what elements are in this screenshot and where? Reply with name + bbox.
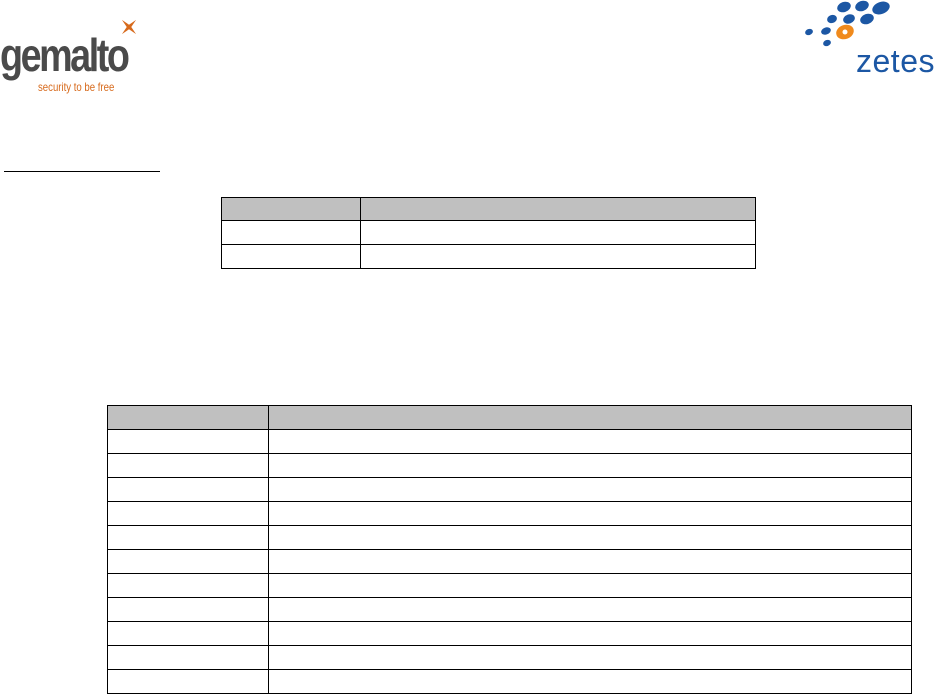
summary-table-cell xyxy=(360,220,756,245)
summary-table-header-cell xyxy=(360,197,756,221)
summary-table xyxy=(221,197,756,269)
detail-table-cell xyxy=(107,669,269,694)
detail-table-cell xyxy=(268,597,912,622)
zetes-logo: zetes xyxy=(796,0,946,82)
gemalto-star-icon xyxy=(121,19,137,35)
table-row xyxy=(107,573,912,598)
detail-table xyxy=(107,405,912,694)
gemalto-wordmark: gemalto xyxy=(0,29,130,81)
table-row xyxy=(107,597,912,622)
detail-table-cell xyxy=(268,453,912,478)
gemalto-logo: gemalto security to be free xyxy=(0,14,150,98)
detail-table-cell xyxy=(107,573,269,598)
table-row xyxy=(107,645,912,670)
detail-table-cell xyxy=(268,645,912,670)
detail-table-cell xyxy=(107,597,269,622)
table-row xyxy=(221,220,756,245)
detail-table-cell xyxy=(107,549,269,574)
summary-table-header-row xyxy=(221,197,756,221)
detail-table-cell xyxy=(107,621,269,646)
detail-table-cell xyxy=(107,525,269,550)
summary-table-cell xyxy=(221,244,361,269)
detail-table-header-cell xyxy=(268,405,912,430)
table-row xyxy=(107,477,912,502)
section-heading-underline xyxy=(4,171,160,172)
table-row xyxy=(221,244,756,269)
summary-table-header-cell xyxy=(221,197,361,221)
gemalto-tagline: security to be free xyxy=(38,80,115,94)
summary-table-cell xyxy=(360,244,756,269)
detail-table-cell xyxy=(268,549,912,574)
detail-table-cell xyxy=(268,669,912,694)
detail-table-cell xyxy=(107,429,269,454)
detail-table-cell xyxy=(268,573,912,598)
table-row xyxy=(107,429,912,454)
detail-table-cell xyxy=(268,477,912,502)
detail-table-cell xyxy=(107,453,269,478)
detail-table-cell xyxy=(107,501,269,526)
detail-table-cell xyxy=(107,645,269,670)
table-row xyxy=(107,453,912,478)
detail-table-cell xyxy=(268,621,912,646)
table-row xyxy=(107,525,912,550)
table-row xyxy=(107,621,912,646)
detail-table-cell xyxy=(268,525,912,550)
table-row xyxy=(107,549,912,574)
summary-table-cell xyxy=(221,220,361,245)
zetes-wordmark: zetes xyxy=(856,43,935,79)
zetes-dots-icon xyxy=(805,0,890,47)
detail-table-cell xyxy=(107,477,269,502)
detail-table-header-cell xyxy=(107,405,269,430)
detail-table-cell xyxy=(268,429,912,454)
detail-table-cell xyxy=(268,501,912,526)
table-row xyxy=(107,501,912,526)
table-row xyxy=(107,669,912,694)
detail-table-header-row xyxy=(107,405,912,430)
